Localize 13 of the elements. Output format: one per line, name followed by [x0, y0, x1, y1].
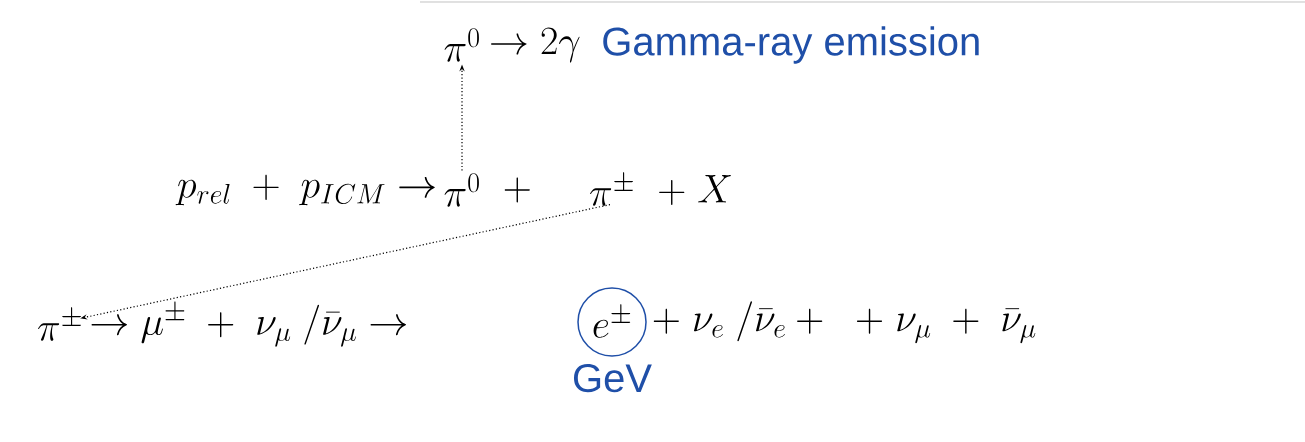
equation-part: $+$	[504, 177, 530, 203]
particle-symbol: $\pi^{\pm}$	[590, 172, 633, 206]
particle-symbol: $\pi^{0}$	[444, 28, 479, 62]
process-label: Gamma-ray emission	[603, 26, 979, 64]
energy-label: GeV	[574, 363, 652, 393]
equation-part: $+\; X$	[659, 175, 731, 205]
circled-particle: $e^{\pm}$	[577, 287, 647, 357]
equation-part: $+\; \nu_{e} \;/\bar{\nu}_{e} + \;\; + \; \nu_{\mu} \;+\; \bar{\nu}_{\mu}$	[653, 301, 1036, 344]
equation-part: $\to \mu^{\pm} \;+\; \nu_{\mu} \;/\bar{\nu}_{\mu} \to$	[91, 301, 407, 347]
equation-part: $\to 2\gamma$	[491, 27, 580, 63]
particle-symbol: $\pi^{0}$	[444, 173, 479, 207]
particle-symbol: $\pi^{\pm}$	[38, 307, 81, 341]
equation-part: $p_{rel} \;+\; p_{ICM} \to$	[175, 174, 435, 206]
